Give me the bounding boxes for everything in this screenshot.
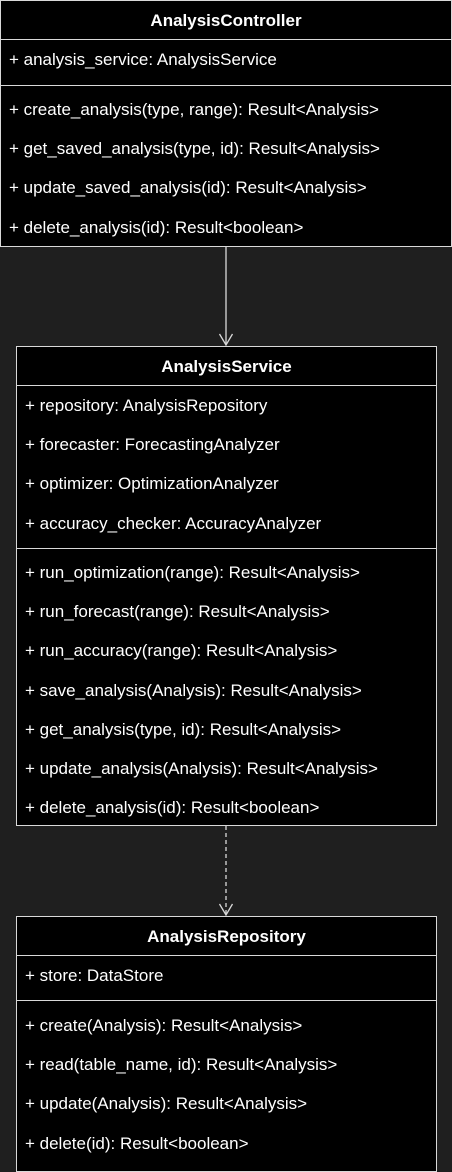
methods-section: + create_analysis(type, range): Result<A…	[1, 86, 451, 247]
method: + get_analysis(type, id): Result<Analysi…	[25, 719, 342, 739]
method: + update_analysis(Analysis): Result<Anal…	[25, 758, 378, 778]
method: + update_saved_analysis(id): Result<Anal…	[9, 178, 367, 198]
method: + get_saved_analysis(type, id): Result<A…	[9, 139, 380, 159]
attribute: + analysis_service: AnalysisService	[9, 50, 277, 69]
method: + read(table_name, id): Result<Analysis>	[25, 1055, 338, 1075]
class-analysis-repository: AnalysisRepository + store: DataStore + …	[16, 916, 437, 1172]
attributes-section: + analysis_service: AnalysisService	[1, 40, 451, 86]
method: + delete_analysis(id): Result<boolean>	[25, 798, 320, 818]
method: + create(Analysis): Result<Analysis>	[25, 1016, 303, 1035]
methods-section: + run_optimization(range): Result<Analys…	[17, 549, 436, 827]
method: + run_optimization(range): Result<Analys…	[25, 563, 360, 582]
attribute: + accuracy_checker: AccuracyAnalyzer	[25, 513, 322, 533]
attribute: + optimizer: OptimizationAnalyzer	[25, 474, 279, 494]
attribute: + store: DataStore	[25, 966, 164, 985]
attribute: + repository: AnalysisRepository	[25, 396, 268, 415]
class-analysis-service: AnalysisService + repository: AnalysisRe…	[16, 346, 437, 826]
class-analysis-controller: AnalysisController + analysis_service: A…	[0, 0, 452, 247]
method: + delete_analysis(id): Result<boolean>	[9, 217, 304, 237]
attribute: + forecaster: ForecastingAnalyzer	[25, 435, 280, 455]
method: + run_accuracy(range): Result<Analysis>	[25, 641, 338, 661]
attributes-section: + store: DataStore	[17, 956, 436, 1001]
class-name: AnalysisController	[1, 1, 451, 40]
attributes-section: + repository: AnalysisRepository + forec…	[17, 386, 436, 549]
method: + update(Analysis): Result<Analysis>	[25, 1094, 308, 1114]
method: + run_forecast(range): Result<Analysis>	[25, 602, 330, 622]
method: + save_analysis(Analysis): Result<Analys…	[25, 680, 362, 700]
method: + create_analysis(type, range): Result<A…	[9, 100, 379, 119]
method: + delete(id): Result<boolean>	[25, 1133, 249, 1153]
class-name: AnalysisService	[17, 347, 436, 386]
class-name: AnalysisRepository	[17, 917, 436, 956]
methods-section: + create(Analysis): Result<Analysis> + r…	[17, 1001, 436, 1163]
association-arrow-head	[218, 333, 234, 347]
dependency-arrow-head	[218, 903, 234, 917]
